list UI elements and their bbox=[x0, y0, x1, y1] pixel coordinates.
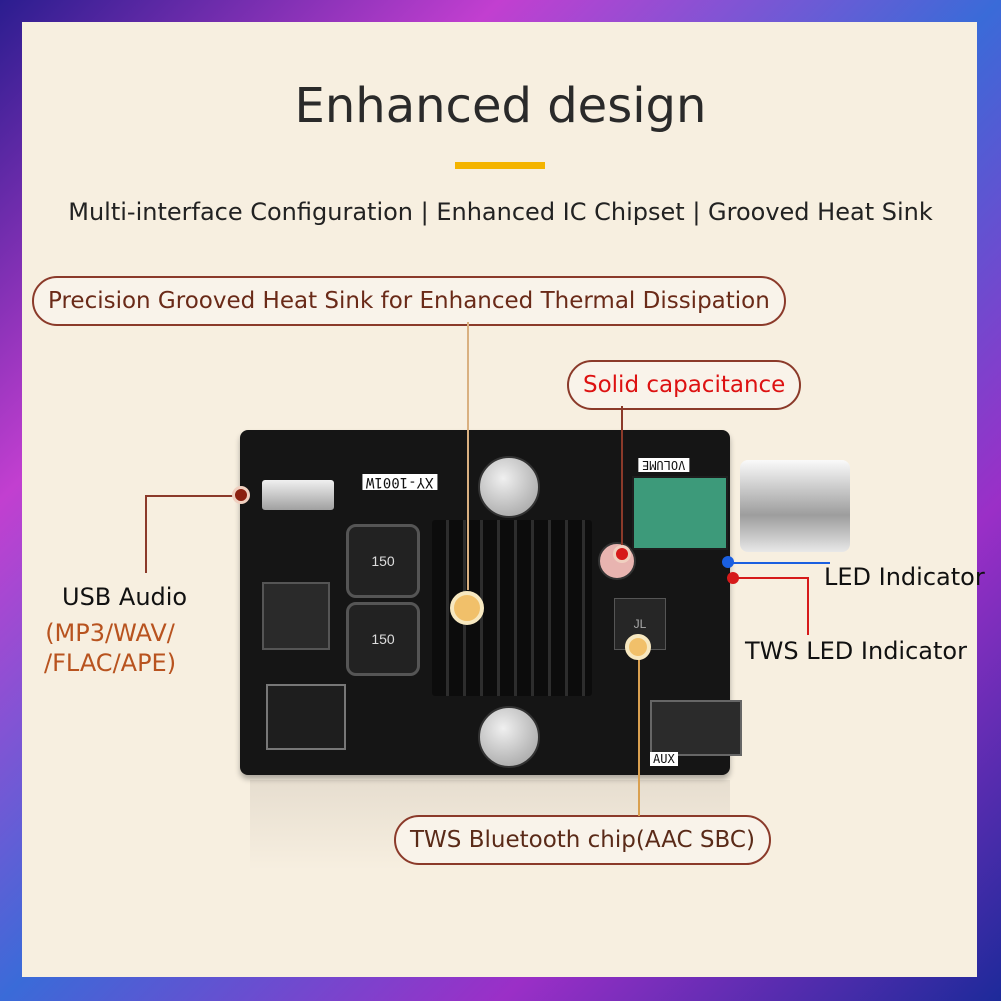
usb-audio-label: USB Audio bbox=[62, 583, 188, 611]
page-title: Enhanced design bbox=[294, 78, 707, 134]
usb-leader-vertical bbox=[145, 495, 147, 573]
callout-heatsink: Precision Grooved Heat Sink for Enhanced… bbox=[32, 276, 786, 326]
inductor-2: 150 bbox=[346, 602, 420, 676]
usb-leader-horizontal bbox=[145, 495, 241, 497]
usb-formats-line-1: (MP3/WAV/ bbox=[45, 619, 175, 647]
chip-leader-line bbox=[638, 650, 640, 816]
capacitor-marker-dot bbox=[613, 545, 631, 563]
tws-led-leader-vertical bbox=[807, 577, 809, 635]
capacitor-top bbox=[478, 456, 540, 518]
volume-knob bbox=[740, 460, 850, 552]
led-leader-line bbox=[730, 562, 830, 564]
usb-formats-line-2: /FLAC/APE) bbox=[44, 649, 177, 677]
callout-capacitor: Solid capacitance bbox=[567, 360, 802, 410]
tws-led-marker-dot bbox=[727, 572, 739, 584]
tws-led-leader-horizontal bbox=[735, 577, 809, 579]
callout-bluetooth-chip: TWS Bluetooth chip(AAC SBC) bbox=[394, 815, 771, 865]
capacitor-bottom bbox=[478, 706, 540, 768]
heatsink-marker-dot bbox=[450, 591, 484, 625]
title-underline bbox=[455, 162, 545, 169]
led-marker-dot bbox=[722, 556, 734, 568]
chip-marker-dot bbox=[625, 634, 651, 660]
led-indicator-label: LED Indicator bbox=[824, 563, 985, 591]
board-volume-label: VOLUME bbox=[638, 458, 690, 472]
board-aux-label: AUX bbox=[650, 752, 678, 766]
speaker-terminal bbox=[262, 582, 330, 650]
tws-led-indicator-label: TWS LED Indicator bbox=[745, 637, 967, 665]
page-subtitle: Multi-interface Configuration | Enhanced… bbox=[68, 198, 933, 226]
heatsink-leader-line bbox=[467, 322, 469, 590]
board-model-label: XY-1001W bbox=[362, 474, 438, 490]
capacitor-leader-line bbox=[621, 406, 623, 548]
usb-marker-dot bbox=[232, 486, 250, 504]
volume-potentiometer bbox=[632, 476, 728, 550]
inductor-1: 150 bbox=[346, 524, 420, 598]
usb-port bbox=[262, 480, 334, 510]
aux-jack bbox=[650, 700, 742, 756]
usb-formats-label: (MP3/WAV/ /FLAC/APE) bbox=[44, 618, 176, 678]
dc-power-jack bbox=[266, 684, 346, 750]
